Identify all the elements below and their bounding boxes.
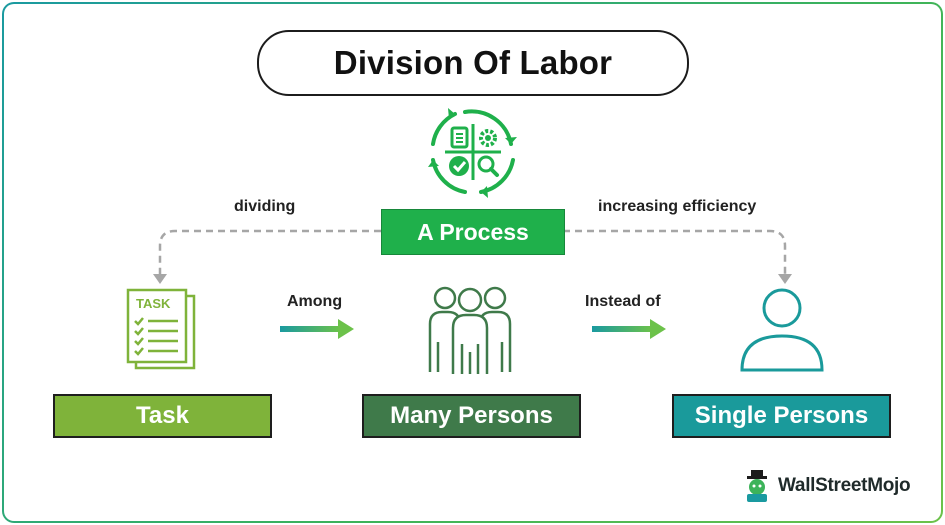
task-node: Task xyxy=(53,394,272,438)
many-persons-node: Many Persons xyxy=(362,394,581,438)
arrow-right-icon xyxy=(592,319,666,339)
connector-to-single xyxy=(563,229,787,276)
edge-label-dividing: dividing xyxy=(234,198,296,215)
edge-label-instead-of: Instead of xyxy=(585,293,661,310)
process-node: A Process xyxy=(381,209,565,255)
single-persons-node: Single Persons xyxy=(672,394,891,438)
arrowhead-single xyxy=(778,274,792,284)
edge-label-among: Among xyxy=(287,293,343,310)
connector-to-task xyxy=(158,229,381,276)
brand-name: WallStreetMojo xyxy=(778,475,911,496)
task-icon-text: TASK xyxy=(136,296,171,311)
mojo-mascot-icon xyxy=(747,470,767,502)
task-list-icon: TASK xyxy=(126,288,196,370)
arrowhead-task xyxy=(153,274,167,284)
edge-label-increasing-efficiency: increasing efficiency xyxy=(598,198,757,215)
process-cycle-icon xyxy=(428,108,517,198)
group-people-icon xyxy=(428,286,512,374)
brand-logo: WallStreetMojo xyxy=(742,470,911,502)
single-person-icon xyxy=(740,288,824,372)
page-title: Division Of Labor xyxy=(257,30,689,96)
arrow-right-icon xyxy=(280,319,354,339)
